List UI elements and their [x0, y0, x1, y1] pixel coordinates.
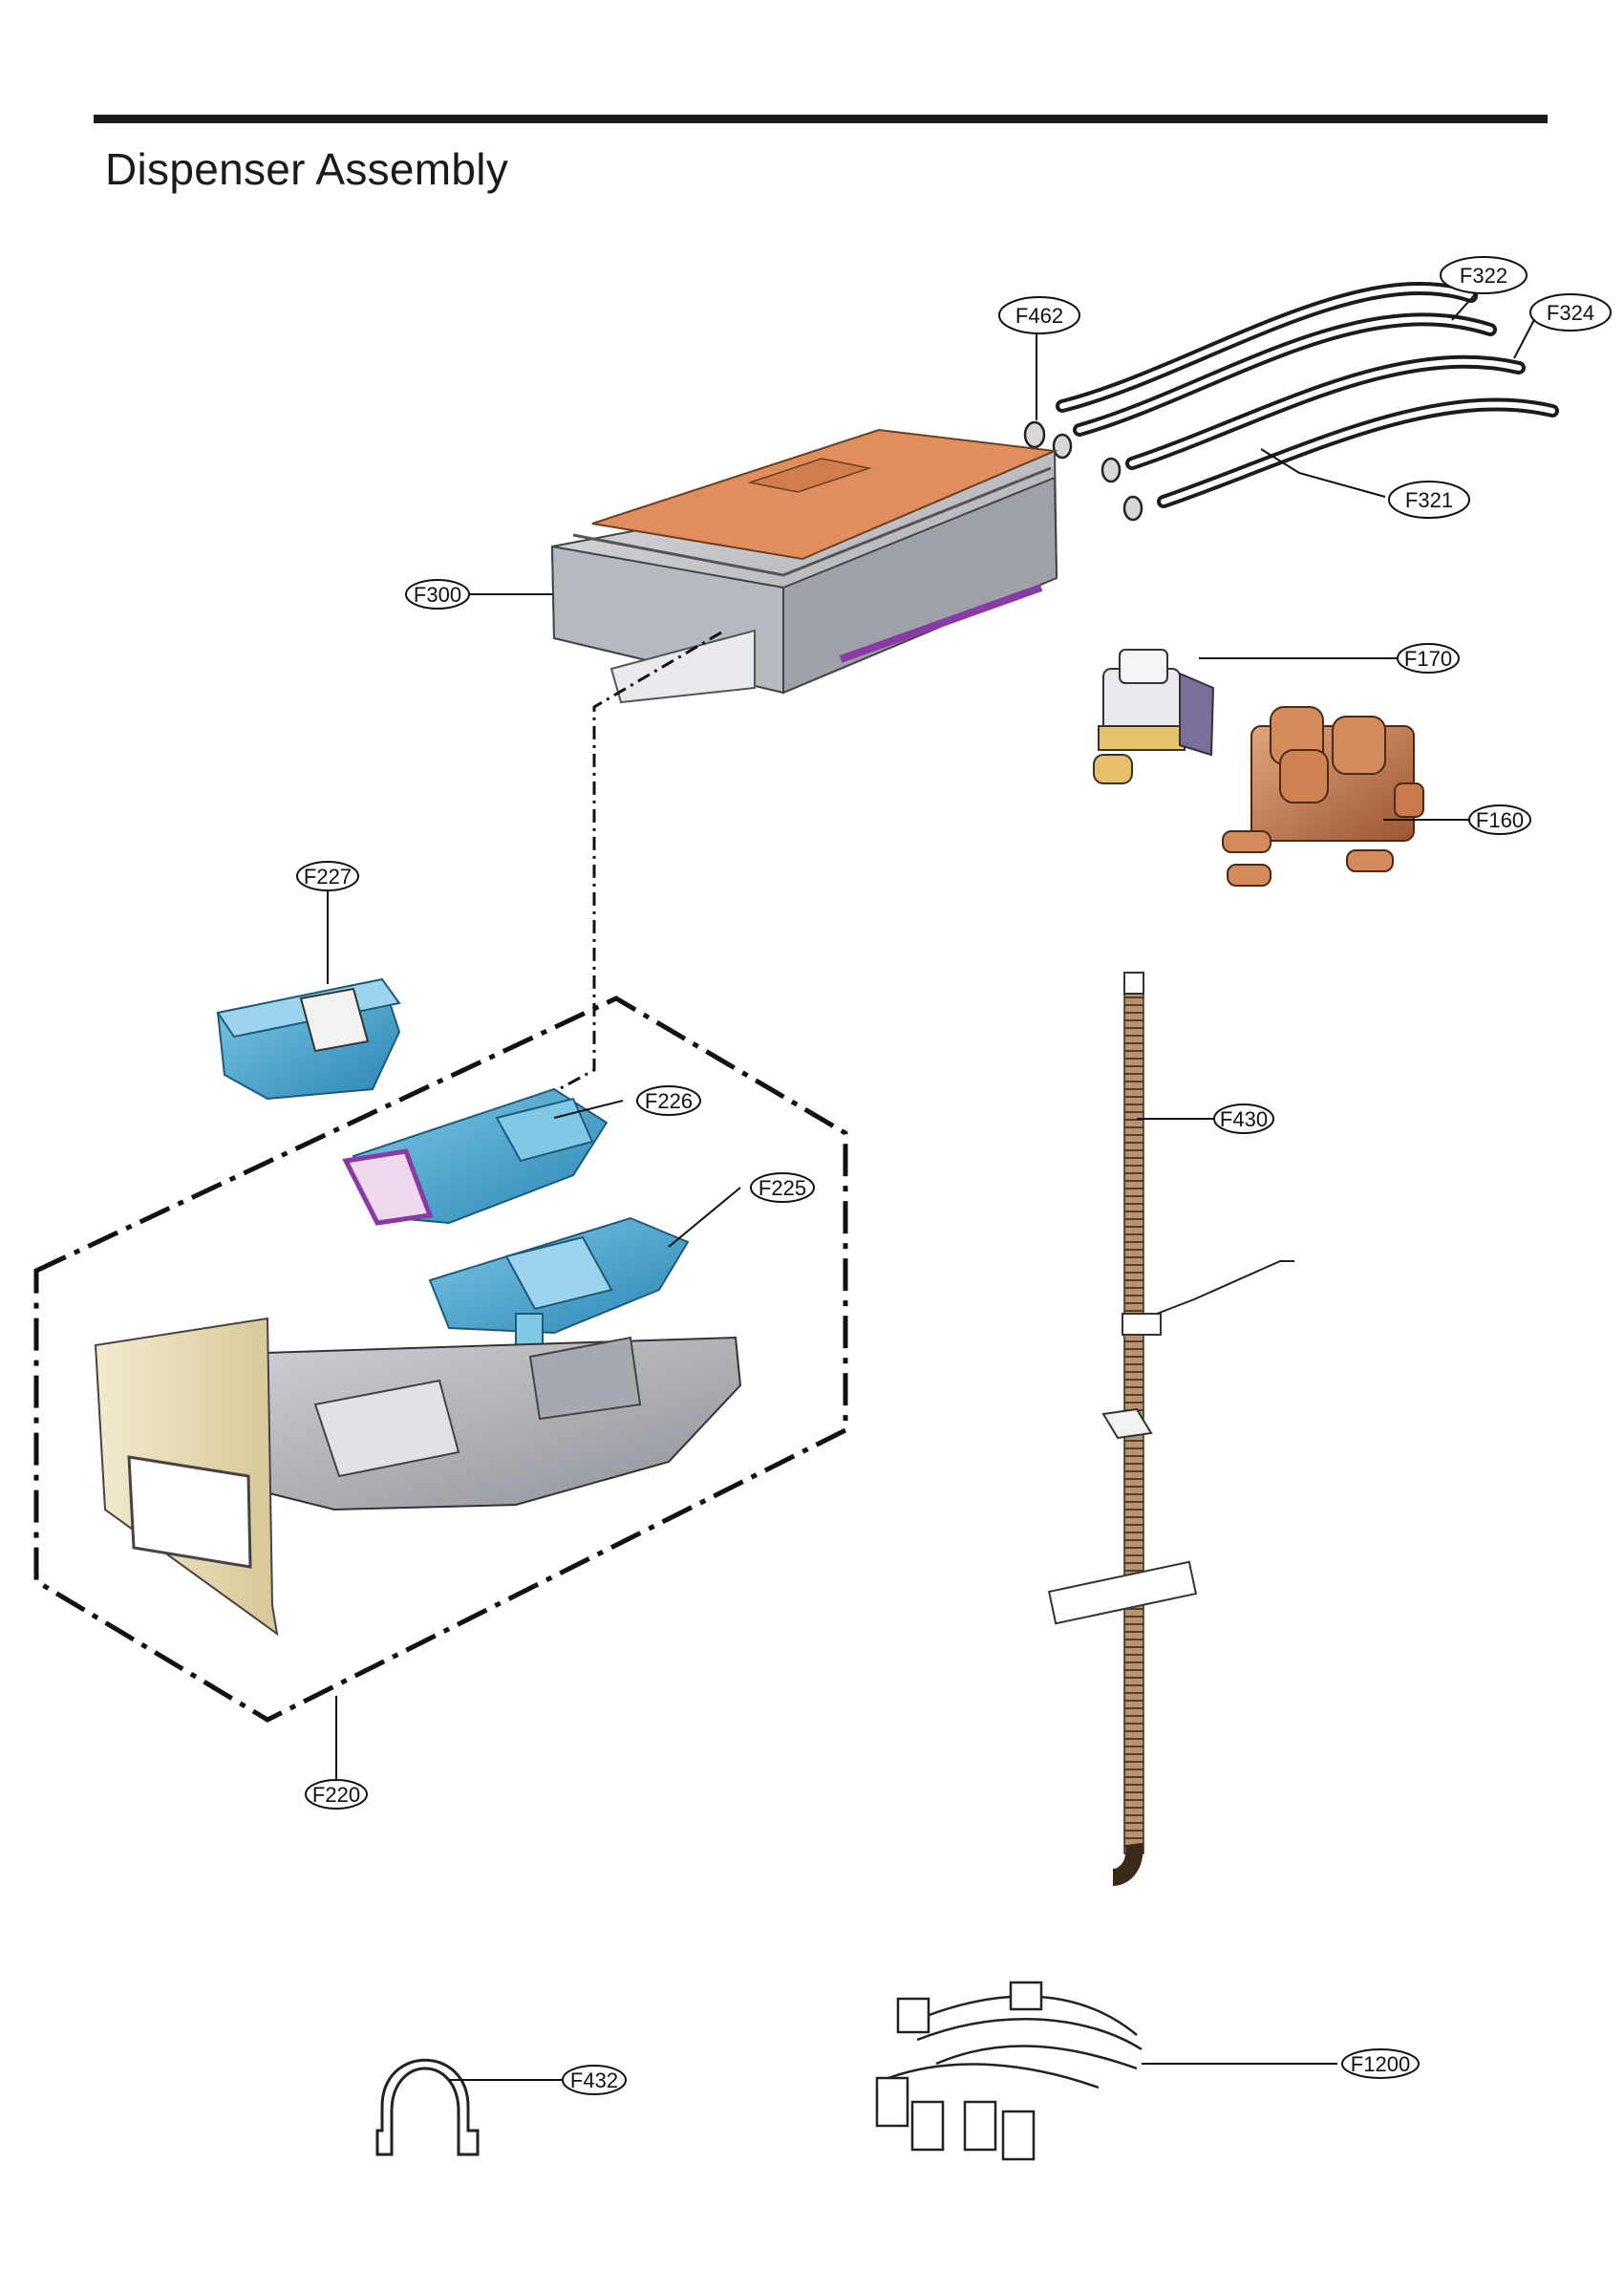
triple-water-valve: [1222, 706, 1424, 887]
dispenser-housing: [550, 428, 1058, 704]
svg-text:F321: F321: [1405, 488, 1453, 512]
svg-text:F1200: F1200: [1351, 2052, 1410, 2076]
svg-text:F170: F170: [1404, 647, 1452, 671]
callout-F432: F432: [562, 2065, 627, 2095]
callout-F430: F430: [1213, 1104, 1274, 1134]
svg-text:F430: F430: [1220, 1107, 1268, 1131]
svg-text:F225: F225: [759, 1176, 806, 1200]
svg-text:F227: F227: [304, 865, 352, 889]
callout-F462: F462: [998, 296, 1080, 334]
bleach-insert: [428, 1216, 690, 1353]
assembly-guide-line: [558, 631, 722, 1091]
dispenser-drawer: [94, 1317, 742, 1637]
svg-text:F322: F322: [1460, 264, 1507, 288]
leader-lines: [327, 292, 1539, 2081]
callout-F220: F220: [305, 1779, 368, 1810]
callout-F322: F322: [1440, 256, 1528, 294]
callout-F321: F321: [1388, 481, 1470, 519]
drawer-assembly-outline: [33, 996, 848, 1723]
svg-text:F432: F432: [570, 2068, 618, 2092]
page-title: Dispenser Assembly: [105, 144, 509, 194]
callout-F160: F160: [1468, 804, 1531, 835]
hose-clip: [375, 2058, 480, 2156]
svg-text:F300: F300: [414, 583, 461, 607]
hose-set: [1056, 281, 1559, 508]
callout-F1200: F1200: [1341, 2048, 1420, 2079]
callout-F226: F226: [636, 1085, 701, 1116]
svg-text:F220: F220: [312, 1783, 360, 1807]
svg-text:F324: F324: [1547, 301, 1594, 325]
softener-cup: [216, 977, 401, 1101]
drain-hose: [1047, 972, 1294, 1886]
svg-text:F160: F160: [1476, 808, 1524, 832]
callout-F227: F227: [296, 861, 359, 891]
single-water-valve: [1093, 649, 1215, 784]
wire-harness: [875, 1981, 1143, 2161]
svg-text:F226: F226: [645, 1089, 693, 1113]
callout-F300: F300: [405, 579, 470, 610]
header-rule: [94, 115, 1548, 123]
detergent-insert: [342, 1087, 609, 1226]
callout-F225: F225: [750, 1172, 815, 1203]
svg-text:F462: F462: [1015, 304, 1063, 328]
callout-F170: F170: [1397, 643, 1460, 674]
hose-clamps: [1023, 420, 1143, 522]
callout-F324: F324: [1529, 293, 1612, 332]
